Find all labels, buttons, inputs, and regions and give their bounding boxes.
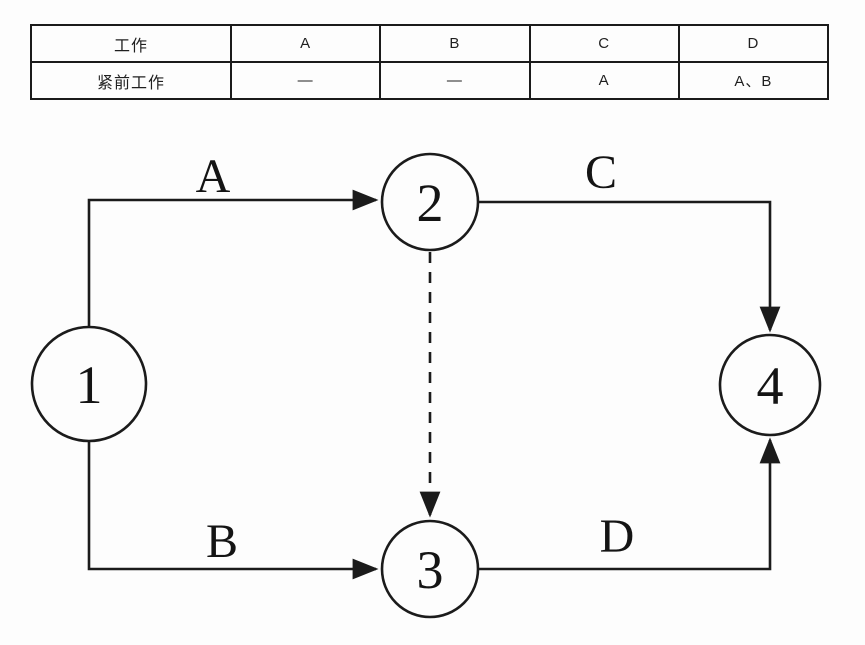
node-4: 4 [718,333,822,437]
node-3-circle [380,519,480,619]
table-header-work: 工作 [30,24,232,63]
table-cell-pred-d: A、B [677,61,830,100]
node-2: 2 [380,152,480,252]
edge-3-4-line [478,437,781,571]
node-4-circle [718,333,822,437]
table-cell-work-c: C [528,24,680,63]
edge-2-4-line [478,200,781,333]
node-3-label: 3 [417,540,444,600]
node-3: 3 [380,519,480,619]
node-1-circle [30,325,148,443]
table-row-work: 工作 A B C D [30,24,830,63]
precedence-table: 工作 A B C D 紧前工作 — — A A、B [30,24,830,100]
edge-label-c: C [585,146,617,199]
node-2-circle [380,152,480,252]
table-cell-work-a: A [229,24,382,63]
edge-1-3-line [87,441,379,580]
edge-label-d: D [600,510,635,563]
table-cell-pred-a: — [229,61,382,100]
table-row-predecessors: 紧前工作 — — A A、B [30,61,830,100]
node-4-label: 4 [757,356,784,416]
node-1-label: 1 [76,355,103,415]
table-cell-work-b: B [379,24,531,63]
activity-network-diagram: A B C D 1 2 3 4 [30,146,822,619]
table-cell-pred-b: — [379,61,531,100]
table-header-predecessors: 紧前工作 [30,61,232,100]
node-1: 1 [30,325,148,443]
edge-label-a: A [196,150,231,203]
node-2-label: 2 [417,173,444,233]
table-cell-pred-c: A [528,61,680,100]
table-cell-work-d: D [677,24,830,63]
edge-label-b: B [206,515,238,568]
edge-1-2-line [87,189,379,327]
